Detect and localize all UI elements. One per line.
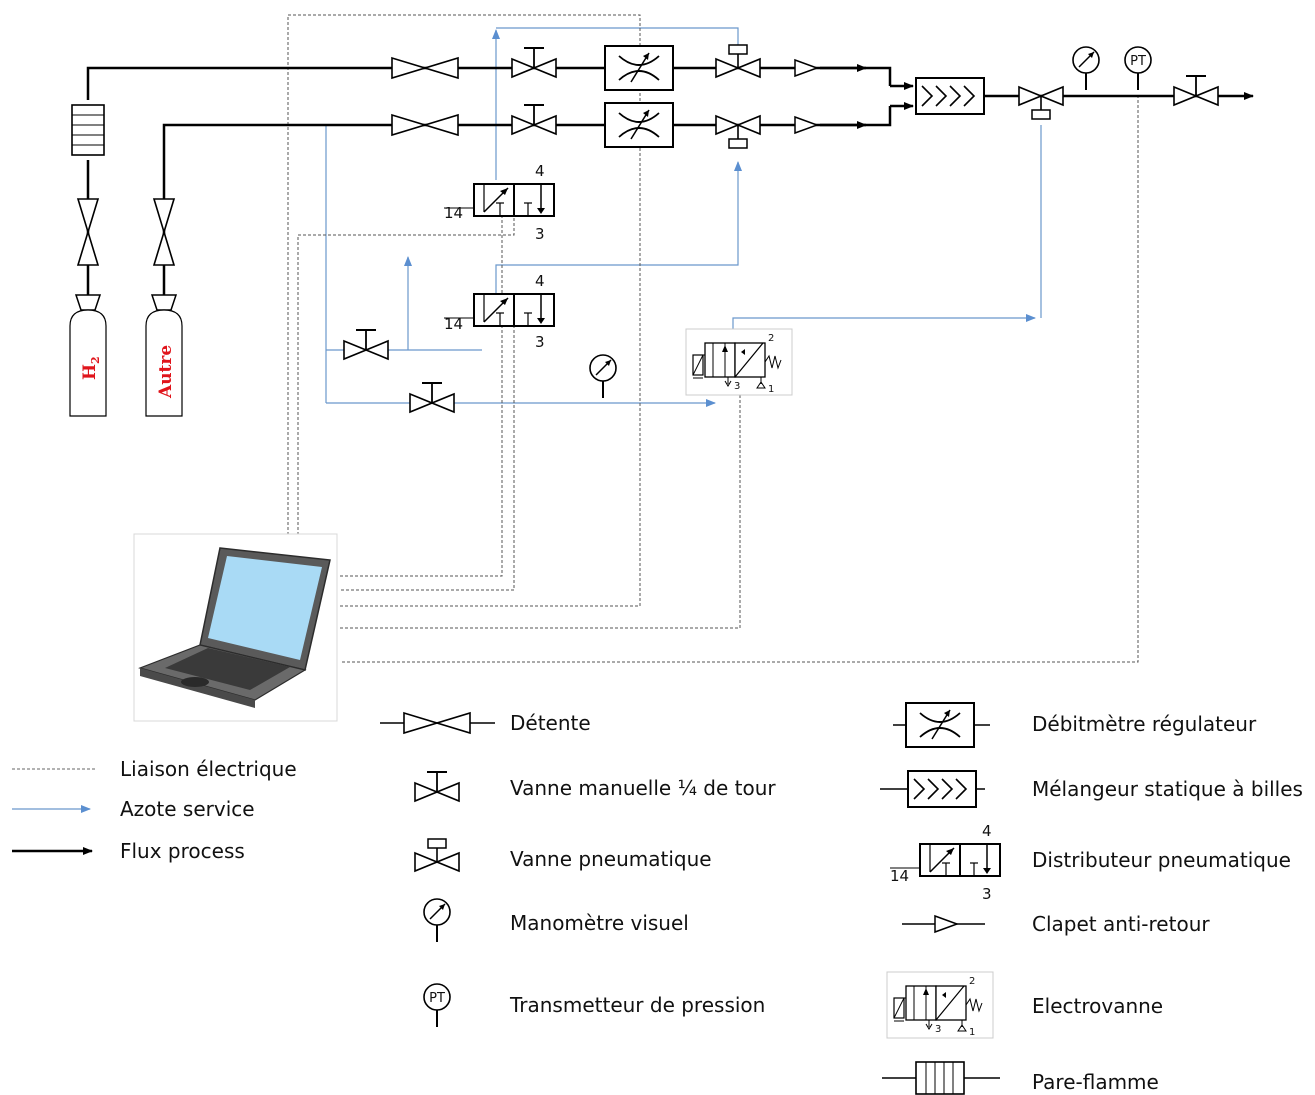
port-1: 1 — [768, 384, 774, 395]
h2-manual-valve — [511, 47, 557, 78]
outlet-pressure-transmitter: PT — [1124, 46, 1152, 91]
mixer-outlet-pneumatic-valve — [1018, 86, 1064, 120]
process-arrows — [820, 64, 867, 129]
h2-pressure-reducer — [391, 57, 459, 79]
legend-mixer-label: Mélangeur statique à billes — [1032, 777, 1303, 801]
legend-nitrogen-label: Azote service — [120, 797, 255, 821]
port-14: 14 — [444, 315, 463, 333]
other-cylinder-label: Autre — [156, 345, 176, 399]
other-manual-valve — [511, 104, 557, 135]
nitrogen-manual-valve-lower — [409, 382, 455, 413]
legend-ev-port-3: 3 — [935, 1024, 941, 1035]
legend-flowmeter-symbol — [905, 702, 975, 748]
legend-pneumatic-valve-symbol — [414, 838, 460, 872]
other-check-valve — [794, 116, 818, 134]
legend-reducer-label: Détente — [510, 711, 591, 735]
legend-ev-port-2: 2 — [969, 976, 975, 987]
legend-flame-arrester-symbol — [915, 1061, 965, 1095]
legend-process-label: Flux process — [120, 839, 245, 863]
legend-gauge-symbol — [423, 898, 451, 943]
pt-label: PT — [1130, 54, 1146, 69]
h2-cylinder-label: H2 — [80, 356, 102, 380]
legend-electric-label: Liaison électrique — [120, 757, 297, 781]
port-3: 3 — [535, 333, 545, 351]
legend-check-valve-label: Clapet anti-retour — [1032, 912, 1210, 936]
legend-manual-valve-label: Vanne manuelle ¼ de tour — [510, 776, 776, 800]
nitrogen-gauge — [589, 354, 617, 399]
laptop-controller — [133, 533, 338, 722]
h2-cylinder-assembly: H2 — [69, 104, 107, 417]
symbol-legend-left: Détente Vanne manuelle ¼ de tour Vanne p… — [380, 711, 776, 1028]
legend-pt-label: Transmetteur de pression — [509, 993, 765, 1017]
legend-reducer-symbol — [403, 712, 471, 734]
h2-flame-arrester — [71, 104, 105, 156]
legend-flame-arrester-label: Pare-flamme — [1032, 1070, 1159, 1094]
port-2: 2 — [768, 333, 774, 344]
other-pneumatic-valve — [715, 115, 761, 149]
electrovalve: 2 3 1 — [685, 328, 793, 396]
port-14: 14 — [444, 204, 463, 222]
legend-port-14: 14 — [890, 867, 909, 885]
legend-ev-port-1: 1 — [969, 1027, 975, 1038]
nitrogen-manual-valve-upper — [343, 329, 389, 360]
legend-port-3: 3 — [982, 885, 992, 903]
port-3: 3 — [734, 381, 740, 392]
outlet-gauge — [1072, 46, 1100, 91]
h2-pneumatic-valve — [715, 44, 761, 78]
port-3: 3 — [535, 225, 545, 243]
lower-pneumatic-distributor: 4 14 3 — [443, 272, 555, 351]
port-4: 4 — [535, 272, 545, 290]
h2-flowmeter-regulator — [604, 45, 674, 91]
upper-pneumatic-distributor: 4 14 3 — [443, 162, 555, 243]
other-cylinder-assembly: Autre — [145, 198, 183, 417]
symbol-legend-right: Débitmètre régulateur Mélangeur statique… — [880, 702, 1303, 1095]
h2-cylinder-reducer — [77, 198, 99, 266]
static-ball-mixer — [915, 77, 985, 115]
legend-flowmeter-label: Débitmètre régulateur — [1032, 712, 1257, 736]
other-cylinder-reducer — [153, 198, 175, 266]
outlet-manual-valve — [1173, 75, 1219, 106]
port-4: 4 — [535, 162, 545, 180]
legend-port-4: 4 — [982, 822, 992, 840]
line-type-legend: Liaison électrique Azote service Flux pr… — [12, 757, 297, 863]
legend-distributor-label: Distributeur pneumatique — [1032, 848, 1291, 872]
legend-pt-text: PT — [429, 991, 445, 1006]
other-pressure-reducer — [391, 114, 459, 136]
h2-check-valve — [794, 59, 818, 77]
legend-mixer-symbol — [907, 770, 977, 808]
legend-electrovalve-label: Electrovanne — [1032, 994, 1163, 1018]
legend-check-valve-symbol — [934, 915, 958, 933]
legend-pneumatic-valve-label: Vanne pneumatique — [510, 847, 712, 871]
legend-manual-valve-symbol — [414, 771, 460, 802]
legend-gauge-label: Manomètre visuel — [510, 911, 689, 935]
other-flowmeter-regulator — [604, 102, 674, 148]
electrical-lines — [287, 14, 1139, 663]
